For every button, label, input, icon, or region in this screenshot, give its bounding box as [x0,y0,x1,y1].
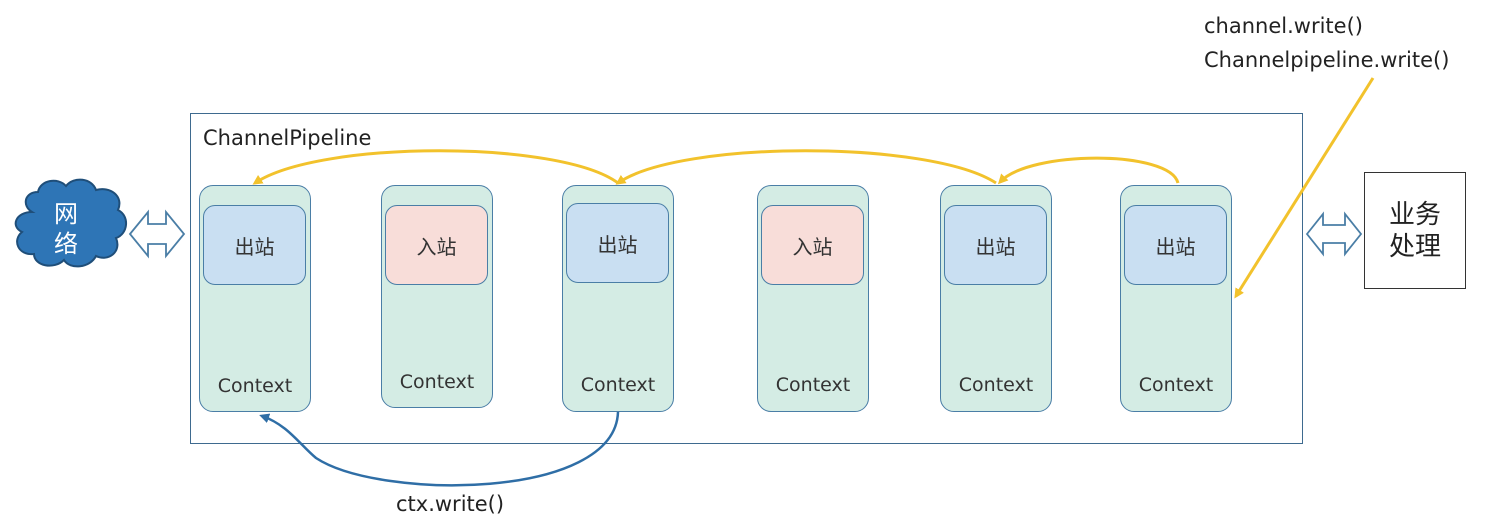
handler-outbound: 出站 [203,205,306,285]
context-label: Context [580,374,656,396]
context-label: Context [399,371,475,393]
handler-outbound: 出站 [1124,205,1227,285]
handler-outbound: 出站 [944,205,1047,285]
network-text-1: 网 [54,200,78,228]
arc-5-to-3 [615,149,997,185]
context-label: Context [1138,374,1214,396]
handler-outbound: 出站 [566,203,669,283]
business-processing-box: 业务 处理 [1364,172,1466,289]
business-line-1: 业务 [1388,199,1441,230]
context-label: Context [958,374,1034,396]
handler-inbound: 入站 [385,205,488,285]
pipeline-write-label: Channelpipeline.write() [1204,48,1450,72]
network-cloud-icon: 网 络 [14,178,127,268]
context-2: 入站 Context [381,185,493,408]
pipeline-title: ChannelPipeline [203,126,372,150]
ctx-write-arrow [259,411,620,487]
context-3: 出站 Context [562,185,674,412]
context-label: Context [217,375,293,397]
context-1: 出站 Context [199,185,311,412]
double-arrow-left-icon [128,209,186,259]
context-5: 出站 Context [940,185,1052,412]
arc-6-to-5 [997,156,1180,185]
context-6: 出站 Context [1120,185,1232,412]
network-text-2: 络 [54,230,78,258]
ctx-write-label: ctx.write() [396,492,505,516]
channel-write-label: channel.write() [1204,14,1363,38]
channel-pipeline-box: ChannelPipeline [190,113,1303,444]
context-label: Context [775,374,851,396]
double-arrow-right-icon [1305,211,1363,257]
business-line-2: 处理 [1388,231,1441,262]
handler-inbound: 入站 [761,205,864,285]
pipeline-write-arrow [1234,77,1375,299]
context-4: 入站 Context [757,185,869,412]
arc-3-to-1 [252,149,619,185]
